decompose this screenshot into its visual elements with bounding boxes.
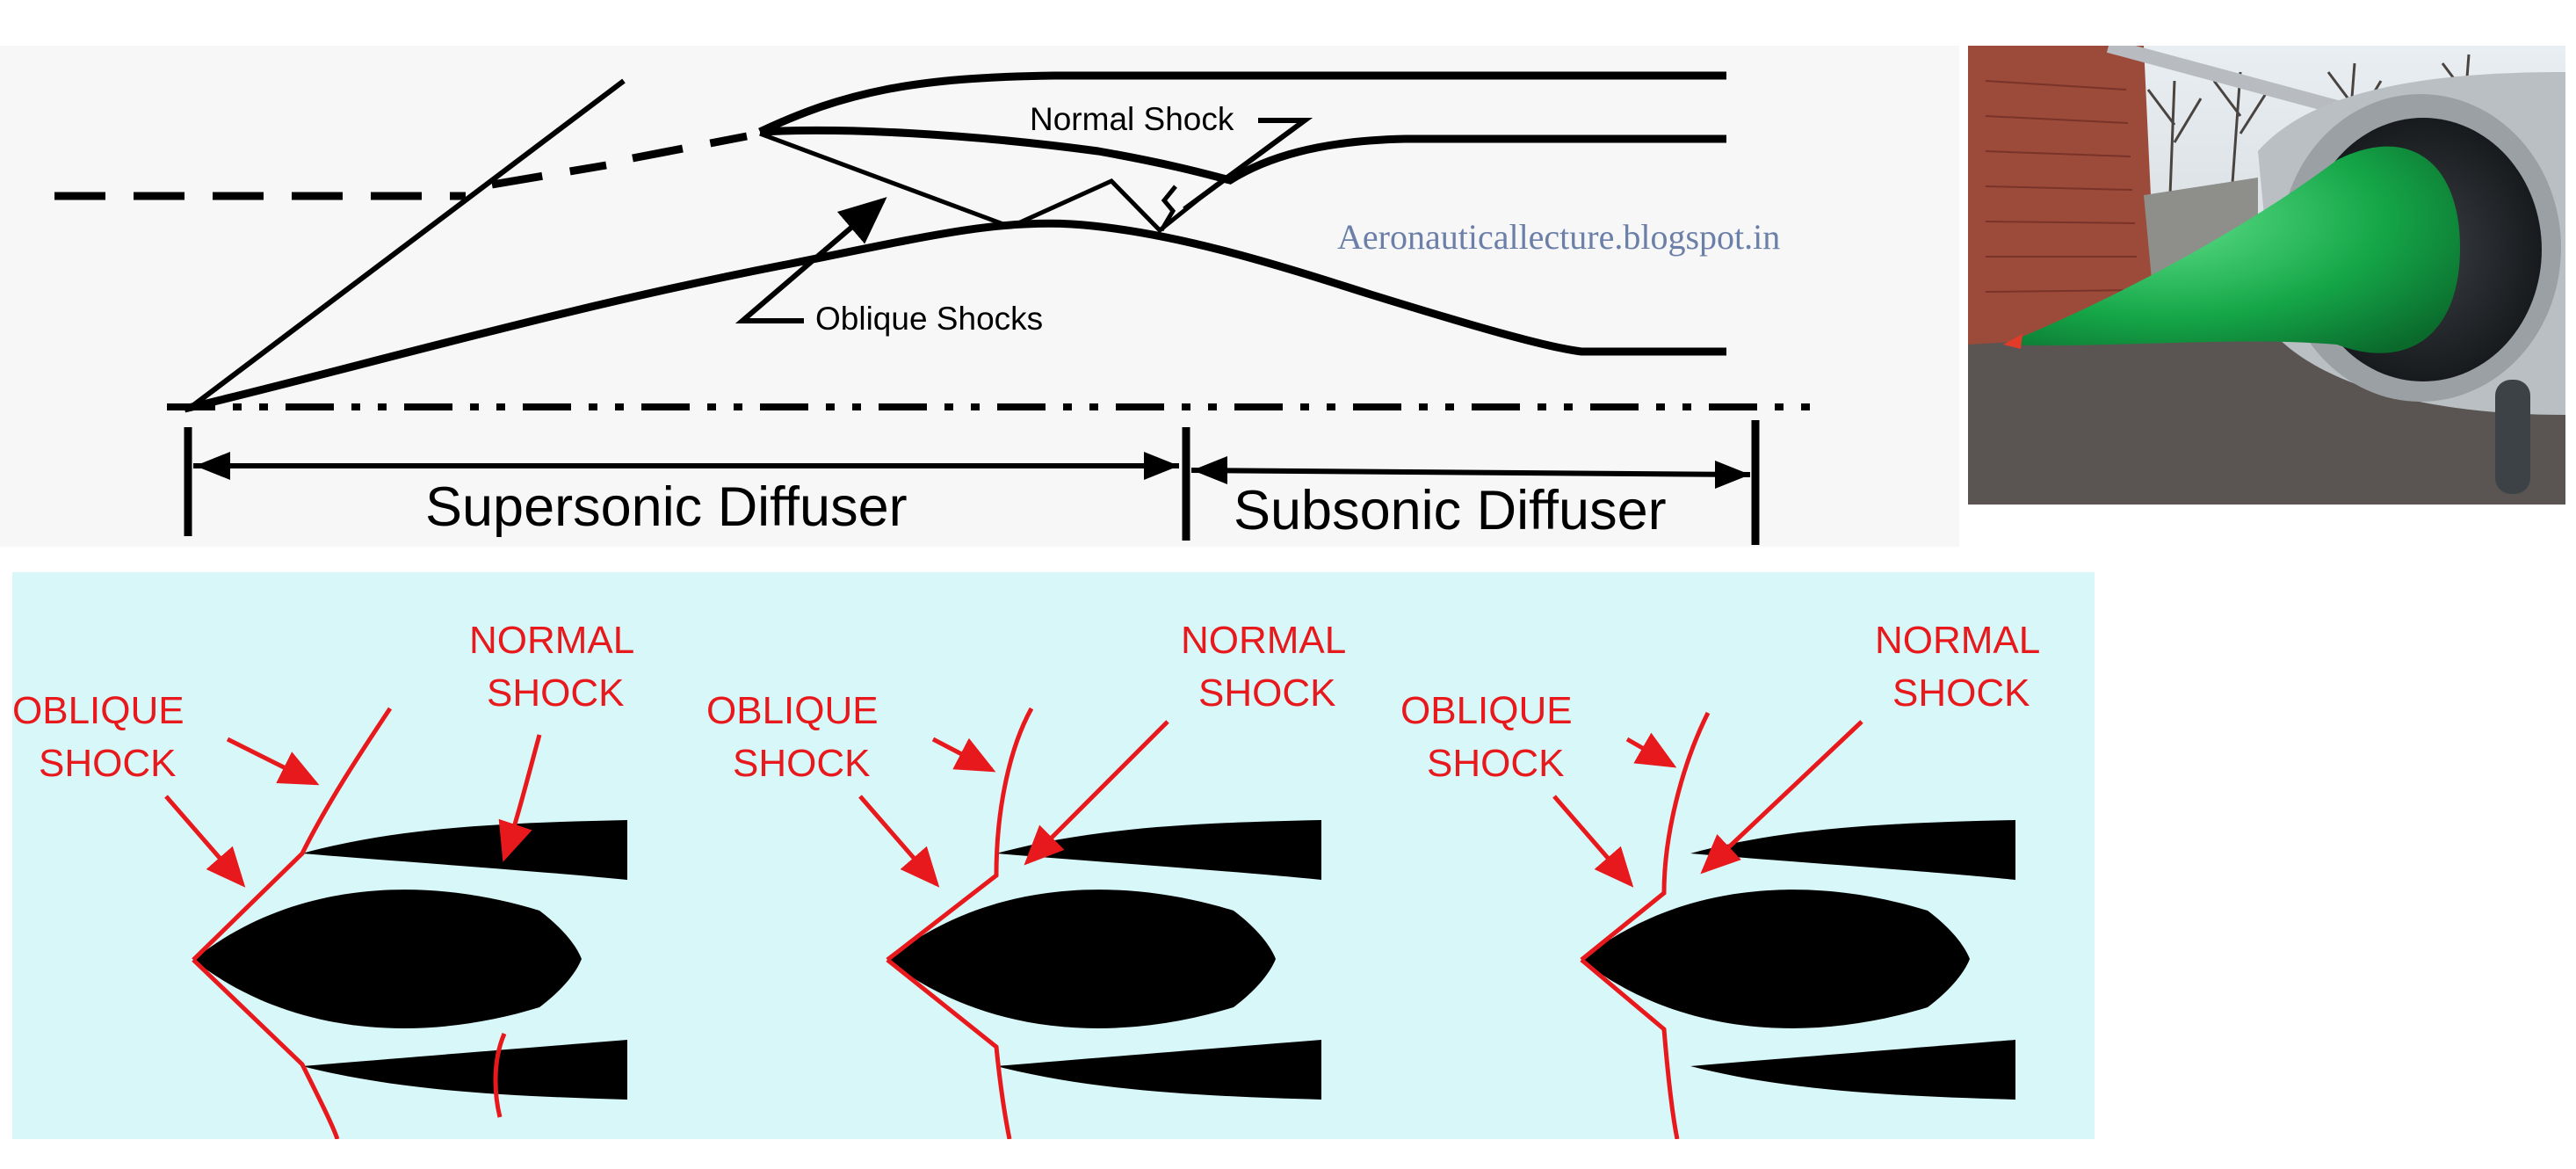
oblique-label-3b: SHOCK (1427, 742, 1564, 785)
normal-label-1a: NORMAL (469, 619, 634, 662)
inner-cowl-wall (759, 126, 1726, 185)
subsonic-diffuser-label: Subsonic Diffuser (1234, 480, 1667, 541)
photo-illustration (1968, 46, 2565, 505)
subsonic-arrow-left (1192, 456, 1227, 484)
inlet-spike-1 (193, 889, 582, 1028)
inlet-panel-1: OBLIQUE SHOCK NORMAL SHOCK (12, 619, 634, 1140)
outer-cowl-wall (758, 71, 1726, 136)
photo-brick-building (1968, 46, 2157, 362)
freestream-dashed-line (54, 132, 748, 200)
oblique-label-2a: OBLIQUE (706, 689, 879, 732)
normal-label-3b: SHOCK (1892, 672, 2030, 715)
internal-oblique-shocks (759, 131, 1219, 234)
photo-pitot-boom (2106, 46, 2340, 114)
oblique-label-3a: OBLIQUE (1400, 689, 1573, 732)
supersonic-arrow-left (195, 452, 230, 480)
normal-shock-leader (1183, 118, 1313, 212)
normal-shock-mark (1159, 185, 1177, 232)
callout-arrows-1 (164, 734, 542, 888)
inlet-spike-3 (1581, 889, 1970, 1028)
normal-label-3a: NORMAL (1875, 619, 2040, 662)
subsonic-dim-line (1190, 468, 1751, 477)
callout-arrows-2 (858, 720, 1169, 888)
lower-cowl-2 (996, 1040, 1321, 1100)
supersonic-diffuser-label: Supersonic Diffuser (425, 476, 908, 538)
normal-label-2b: SHOCK (1198, 672, 1335, 715)
photo-building-windows (1985, 80, 2140, 293)
oblique-shocks-label: Oblique Shocks (815, 301, 1043, 337)
subsonic-arrow-right (1715, 461, 1750, 489)
normal-label-2a: NORMAL (1181, 619, 1346, 662)
oblique-label-1b: SHOCK (39, 742, 176, 785)
lower-cowl-3 (1690, 1040, 2015, 1100)
photo-landing-gear (2495, 380, 2530, 494)
supersonic-arrow-right (1144, 452, 1179, 480)
photo-inlet-cone (2003, 146, 2460, 353)
shock-lines-1 (192, 707, 507, 1140)
watermark-text: Aeronauticallecture.blogspot.in (1337, 217, 1780, 257)
normal-shock-label: Normal Shock (1030, 101, 1234, 137)
inlet-diagram-svg: Normal Shock Oblique Shocks Aeronautical… (0, 46, 1959, 547)
callout-arrows-3 (1552, 720, 1863, 888)
supersonic-inlet-diagram: Normal Shock Oblique Shocks Aeronautical… (0, 0, 2576, 571)
shock-positions-svg: OBLIQUE SHOCK NORMAL SHOCK OBLIQUE SHOCK… (12, 572, 2095, 1140)
inlet-panel-2: OBLIQUE SHOCK NORMAL SHOCK (706, 619, 1346, 1140)
normal-label-1b: SHOCK (487, 672, 624, 715)
oblique-label-1a: OBLIQUE (12, 689, 185, 732)
upper-cowl-2 (996, 820, 1321, 880)
oblique-shocks-leader (734, 197, 887, 323)
oblique-label-2b: SHOCK (733, 742, 870, 785)
inlet-cone-photo (1968, 46, 2565, 505)
inlet-spike-2 (887, 889, 1276, 1028)
lower-cowl-1 (302, 1040, 627, 1100)
shock-lines-2 (886, 707, 1034, 1140)
upper-cowl-3 (1690, 820, 2015, 880)
center-body-ramp (183, 219, 1726, 413)
shock-lines-3 (1580, 711, 1711, 1140)
upper-cowl-1 (302, 820, 627, 880)
photo-cone-tip (2003, 334, 2022, 349)
inlet-shock-positions-diagram: OBLIQUE SHOCK NORMAL SHOCK OBLIQUE SHOCK… (12, 572, 2095, 1140)
inlet-panel-3: OBLIQUE SHOCK NORMAL SHOCK (1400, 619, 2040, 1140)
leading-edge-shock-line (187, 78, 626, 411)
